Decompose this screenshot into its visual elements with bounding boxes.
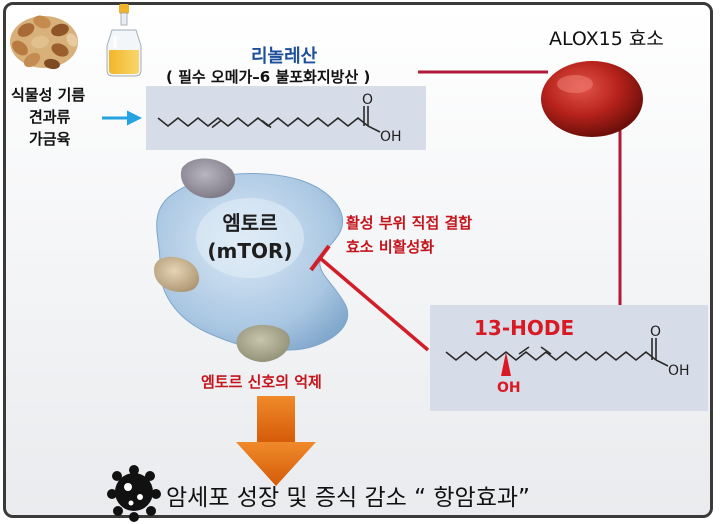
mtor-abbr-text: (mTOR): [207, 239, 292, 263]
downward-orange-arrow: [236, 396, 316, 486]
binding-line-2: 효소 비활성화: [346, 236, 434, 257]
oil-bottle-icon: [107, 4, 141, 76]
mtor-name-text: 엠토르: [222, 211, 277, 235]
nuts-icon: [9, 13, 80, 70]
source-item-nuts: 견과류: [29, 106, 70, 127]
enzyme-label: ALOX15 효소: [549, 24, 664, 51]
hode-label: 13-HODE: [474, 316, 574, 340]
hode-carboxyl-o-text: O: [650, 324, 661, 340]
linoleic-title: 리놀레산: [251, 42, 317, 68]
linoleic-subtitle: ( 필수 오메가–6 불포화지방산 ): [166, 66, 370, 87]
linoleic-oh-text: OH: [380, 129, 402, 145]
hode-carboxyl-oh-text: OH: [668, 363, 690, 379]
binding-line-1: 활성 부위 직접 결합: [346, 212, 472, 233]
alox15-enzyme-icon: [541, 61, 643, 137]
hode-oh-label: OH: [497, 380, 521, 396]
result-label: 암세포 성장 및 증식 감소 “ 항암효과”: [166, 478, 530, 512]
source-item-oil: 식물성 기름: [11, 84, 85, 105]
cancer-cell-icon: [107, 465, 161, 522]
source-item-poultry: 가금육: [29, 128, 70, 149]
carboxyl-o-text: O: [362, 92, 373, 108]
carboxyl-o-linoleic: O: [362, 92, 373, 108]
signal-inhibition-label: 엠토르 신호의 억제: [201, 371, 322, 392]
